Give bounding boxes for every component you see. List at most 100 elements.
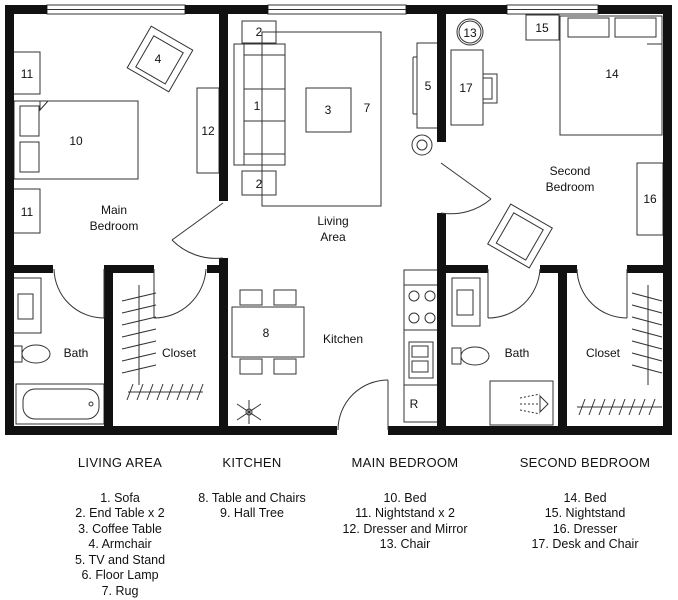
rug xyxy=(261,31,382,207)
doors xyxy=(53,162,628,431)
stove xyxy=(403,284,441,331)
marker-chair-second: 13 xyxy=(463,26,477,40)
marker-dresser-second: 16 xyxy=(643,192,657,206)
closet-hanger xyxy=(631,328,663,338)
second-bed xyxy=(559,15,663,136)
label-main-bedroom-line1: Main xyxy=(101,203,127,217)
closet-hanger xyxy=(628,398,636,416)
marker-desk-second: 17 xyxy=(459,81,473,95)
marker-nightstand-top-left: 11 xyxy=(21,67,34,81)
closet-hanger xyxy=(146,383,154,401)
closet-hanger xyxy=(638,398,646,416)
floor-lamp xyxy=(411,134,433,156)
legend-item: 17. Desk and Chair xyxy=(531,537,639,551)
windows xyxy=(46,4,599,15)
legend-kitchen: KITCHEN 8. Table and Chairs 9. Hall Tree xyxy=(187,455,317,522)
label-bath-right: Bath xyxy=(505,346,530,360)
armchair-second xyxy=(487,203,553,269)
chair-second xyxy=(456,18,484,46)
label-kitchen: Kitchen xyxy=(323,332,363,346)
legend-item: 15. Nightstand xyxy=(544,506,626,520)
marker-bed-second: 14 xyxy=(605,67,619,81)
closet-shelving-left xyxy=(128,285,203,393)
legend-item: 5. TV and Stand xyxy=(74,552,166,567)
marker-nightstand-bottom-left: 11 xyxy=(21,205,34,219)
legend-main-bedroom-title: MAIN BEDROOM xyxy=(351,455,459,470)
legend-main-bedroom: MAIN BEDROOM 10. Bed 11. Nightstand x 2 … xyxy=(335,455,475,553)
legend-second-bedroom-title: SECOND BEDROOM xyxy=(519,455,651,470)
legend-item: 9. Hall Tree xyxy=(220,506,284,520)
closet-hanger xyxy=(631,364,663,374)
marker-bed-main: 10 xyxy=(69,134,83,148)
hall-tree xyxy=(236,400,262,424)
closet-hanger xyxy=(126,383,134,401)
legend-item: 7. Rug xyxy=(101,583,139,598)
marker-dresser-main: 12 xyxy=(201,124,215,138)
toilet-left xyxy=(12,344,51,364)
marker-sofa: 1 xyxy=(254,99,261,113)
floor-plan: Main Bedroom Living Area Second Bedroom … xyxy=(5,4,672,435)
closet-hanger xyxy=(648,398,656,416)
closet-hanger xyxy=(121,352,157,362)
legend-item: 11. Nightstand x 2 xyxy=(355,506,455,520)
legend-item: 10. Bed xyxy=(383,490,427,505)
closet-hanger xyxy=(121,316,157,326)
legend-item: 4. Armchair xyxy=(88,537,152,551)
marker-coffee-table: 3 xyxy=(325,103,332,117)
closet-shelving-right xyxy=(577,285,662,408)
closet-hanger xyxy=(598,398,606,416)
legend-item: 16. Dresser xyxy=(552,521,618,536)
marker-tv-stand: 5 xyxy=(425,79,432,93)
label-main-bedroom-line2: Bedroom xyxy=(90,219,139,233)
legend-item: 1. Sofa xyxy=(100,490,140,505)
legend-item: 13. Chair xyxy=(379,537,431,551)
vanity-left xyxy=(12,277,42,334)
legend-kitchen-title: KITCHEN xyxy=(222,455,282,470)
label-second-bedroom-line1: Second xyxy=(550,164,591,178)
toilet-right xyxy=(451,346,490,366)
legend-item: 8. Table and Chairs xyxy=(198,490,306,505)
legend-item: 2. End Table x 2 xyxy=(75,506,165,520)
closet-hanger xyxy=(631,352,663,362)
legend-item: 12. Dresser and Mirror xyxy=(342,521,468,536)
dining-table xyxy=(231,306,305,358)
closet-hanger xyxy=(136,383,144,401)
vanity-right xyxy=(451,277,481,327)
coffee-table xyxy=(305,87,352,133)
legend-item: 14. Bed xyxy=(563,490,607,505)
closet-hanger xyxy=(588,398,596,416)
closet-hanger xyxy=(631,340,663,350)
end-table-top xyxy=(241,20,277,44)
shower-right xyxy=(489,380,554,426)
closet-hanger xyxy=(578,398,586,416)
closet-hanger xyxy=(186,383,194,401)
label-bath-left: Bath xyxy=(64,346,89,360)
chairs xyxy=(239,289,297,375)
marker-rug: 7 xyxy=(364,101,371,115)
closet-hanger xyxy=(156,383,164,401)
label-living-area-line1: Living xyxy=(317,214,348,228)
closet-hanger xyxy=(121,364,157,374)
legend-item: 6. Floor Lamp xyxy=(81,568,159,582)
legend-second-bedroom: SECOND BEDROOM 14. Bed 15. Nightstand 16… xyxy=(510,455,660,553)
marker-end-table-bottom: 2 xyxy=(256,177,263,191)
kitchen-sink xyxy=(408,341,434,379)
closet-hanger xyxy=(631,292,663,302)
closet-hanger xyxy=(176,383,184,401)
end-table-bottom xyxy=(241,170,277,196)
legend-item: 3. Coffee Table xyxy=(78,521,162,536)
walls xyxy=(5,5,672,435)
closet-hanger xyxy=(618,398,626,416)
closet-hanger xyxy=(121,304,157,314)
closet-hanger xyxy=(121,292,157,302)
label-second-bedroom-line2: Bedroom xyxy=(546,180,595,194)
label-closet-right: Closet xyxy=(586,346,621,360)
label-range: R xyxy=(410,397,419,411)
closet-hanger xyxy=(608,398,616,416)
closet-hanger xyxy=(121,340,157,350)
nightstand-second xyxy=(525,14,560,41)
label-living-area-line2: Area xyxy=(320,230,346,244)
sofa xyxy=(233,43,286,166)
legend-living-area: LIVING AREA 1. Sofa 2. End Table x 2 3. … xyxy=(55,455,185,599)
closet-hanger xyxy=(631,316,663,326)
